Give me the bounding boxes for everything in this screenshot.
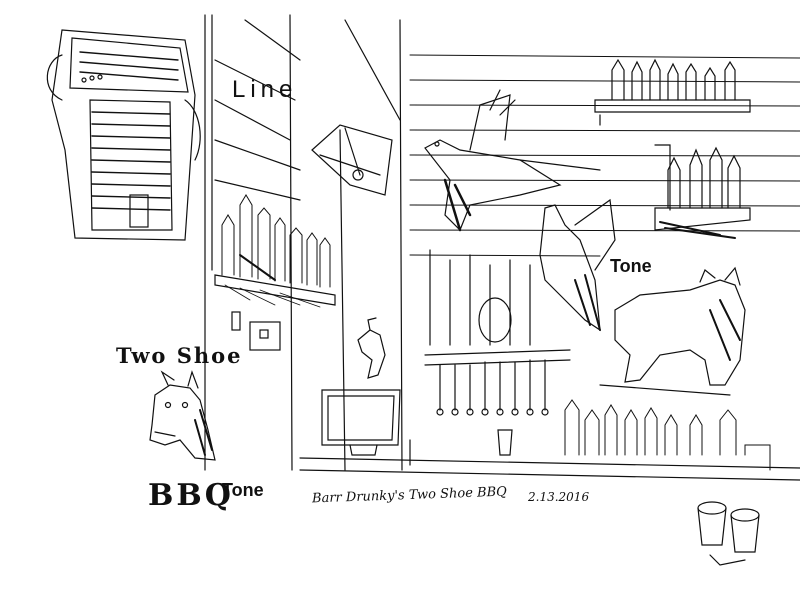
wall-outlets: [231, 311, 281, 351]
computer-monitor: [321, 389, 401, 456]
bbq-sign-subtitle: BBQ: [148, 478, 234, 513]
horse-figurine: [357, 317, 386, 379]
stacked-glasses: [697, 501, 760, 566]
standing-pheasant: [539, 198, 616, 332]
wall-perspective-lines: [204, 14, 403, 471]
tone-label-upper: Tone: [610, 256, 652, 276]
top-shelf-bottles: [594, 58, 751, 126]
flying-pheasant: [424, 89, 601, 232]
bbq-sign-title: Two Shoe: [116, 343, 243, 368]
horse-head-logo: [149, 370, 216, 461]
line-label: Line: [232, 76, 298, 103]
mounted-animal: [599, 266, 746, 396]
left-shelf-bottles: [214, 194, 336, 308]
bar-counter: [299, 439, 800, 481]
lower-right-bottles: [564, 399, 771, 471]
beer-tap-handles: [424, 249, 571, 456]
tone-label-lower: Tone: [222, 480, 264, 500]
truck-grille-sketch: [46, 29, 201, 241]
mid-shelf-bottles: [654, 144, 751, 239]
hanging-lamp: [311, 124, 393, 196]
back-wall-planks: [409, 54, 800, 257]
sketch-date: 2.13.2016: [528, 490, 590, 504]
